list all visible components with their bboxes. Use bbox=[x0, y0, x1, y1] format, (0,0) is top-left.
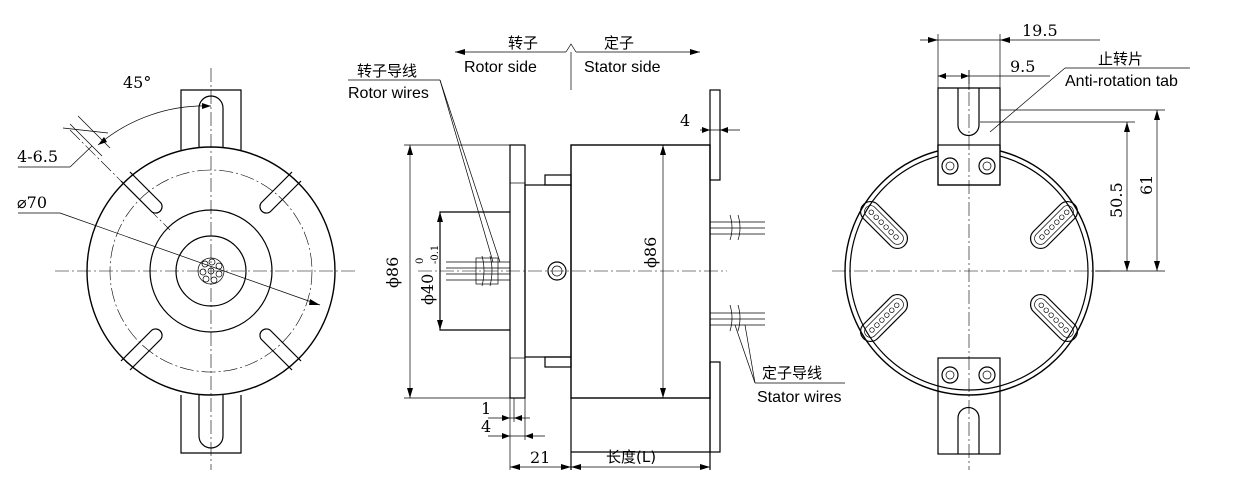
side-view: 转子 定子 Rotor side Stator side 转子导线 Rotor … bbox=[348, 34, 845, 470]
diameter-label: ⌀70 bbox=[17, 193, 47, 212]
stator-wires-cn: 定子导线 bbox=[762, 364, 822, 382]
dim-21-label: 21 bbox=[530, 448, 550, 467]
slot-top-right bbox=[259, 171, 302, 214]
stator-side-cn: 定子 bbox=[604, 34, 634, 52]
stator-body bbox=[570, 144, 711, 399]
rotor-wires-cn: 转子导线 bbox=[357, 62, 417, 80]
rotor-wires-label: Rotor wires bbox=[348, 85, 429, 102]
tab-label-cn: 止转片 bbox=[1098, 50, 1143, 68]
stator-side-label: Stator side bbox=[584, 59, 661, 76]
length-label: 长度(L) bbox=[606, 448, 656, 466]
tab-label-en: Anti-rotation tab bbox=[1065, 73, 1178, 90]
slot-bottom-right bbox=[259, 328, 302, 371]
dim-bore-tol-lower: -0.1 bbox=[430, 245, 441, 264]
dim-9-5-label: 9.5 bbox=[1010, 57, 1035, 76]
rotor-wire-leads bbox=[446, 255, 510, 287]
dim-1-label: 1 bbox=[481, 399, 491, 418]
back-top-slot bbox=[957, 88, 980, 137]
angle-label: 45° bbox=[123, 73, 151, 92]
dim-61-label: 61 bbox=[1137, 175, 1156, 195]
dim-4-bottom-label: 4 bbox=[481, 417, 491, 436]
dim-od-left: ϕ86 bbox=[383, 257, 402, 288]
stator-wires-label: Stator wires bbox=[757, 389, 841, 406]
stator-wire-leads bbox=[710, 214, 765, 332]
stator-tab-top bbox=[709, 89, 721, 181]
holes-label: 4-6.5 bbox=[17, 147, 58, 166]
angle-arc bbox=[97, 105, 212, 146]
front-view: 45° 4-6.5 ⌀70 bbox=[17, 68, 357, 470]
diag-centerline bbox=[69, 129, 171, 231]
dim-flange-label: 4 bbox=[680, 111, 690, 130]
rotor-side-label: Rotor side bbox=[464, 59, 537, 76]
contact-window-bl bbox=[859, 293, 909, 343]
contact-window-tr bbox=[1029, 200, 1079, 250]
contact-window-br bbox=[1029, 293, 1079, 343]
back-view: 19.5 9.5 止转片 Anti-rotation tab 50.5 61 bbox=[832, 21, 1190, 470]
slot-bottom-left bbox=[120, 328, 163, 371]
back-bottom-slot bbox=[957, 406, 980, 454]
rotor-side-cn: 转子 bbox=[508, 34, 538, 52]
dim-od-right: ϕ86 bbox=[641, 237, 660, 268]
set-screw bbox=[547, 261, 567, 281]
dim-19-5-label: 19.5 bbox=[1022, 21, 1058, 40]
dim-50-5-label: 50.5 bbox=[1107, 182, 1126, 218]
dim-bore-tol-upper: 0 bbox=[415, 258, 426, 264]
contact-window-tl bbox=[859, 200, 909, 250]
dim-bore-main: ϕ40 bbox=[418, 274, 437, 305]
stator-tab-bottom bbox=[709, 361, 721, 453]
